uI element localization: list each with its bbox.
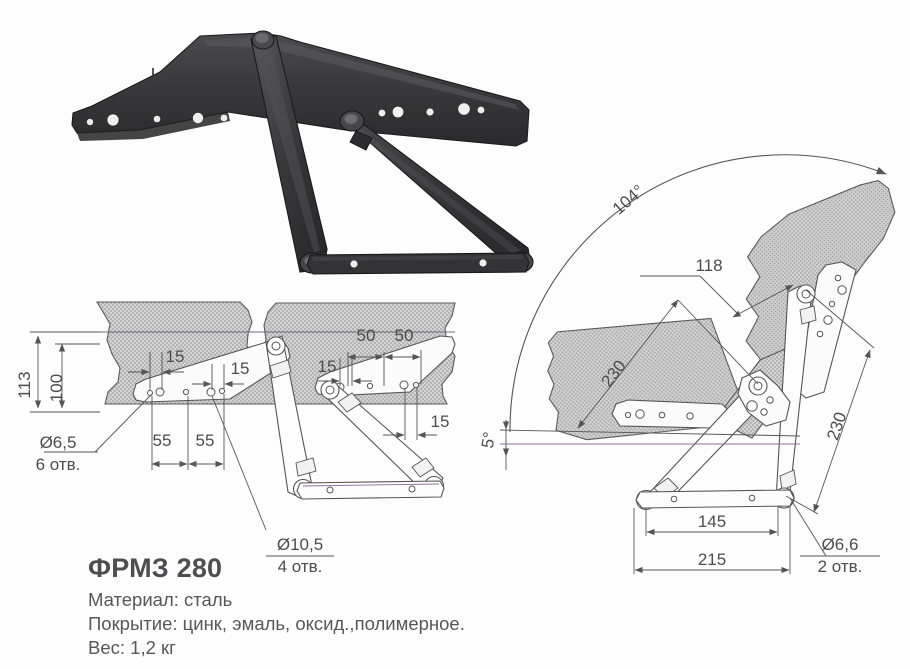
callout-d105-count: 4 отв. — [278, 557, 323, 576]
callout-d66-value: Ø6,6 — [822, 535, 859, 554]
callout-d105-value: Ø10,5 — [277, 535, 323, 554]
product-material: Материал: сталь — [88, 589, 233, 611]
dim-50-a: 50 — [357, 326, 376, 345]
product-spec-block: ФРМЗ 280 Материал: сталь Покрытие: цинк,… — [88, 554, 518, 659]
product-weight: Вес: 1,2 кг — [88, 636, 176, 658]
dim-113: 113 — [15, 371, 34, 398]
mech-arm-left — [265, 335, 317, 500]
dim-145: 145 — [698, 512, 726, 531]
dim-15-b: 15 — [231, 359, 250, 378]
product-coating: Покрытие: цинк, эмаль, оксид.,полимерное… — [88, 613, 465, 635]
product-title: ФРМЗ 280 — [88, 553, 223, 583]
dimension-labels-left: 113 100 15 15 15 50 50 15 55 55 — [15, 326, 449, 450]
dim-15-c: 15 — [318, 357, 337, 376]
dim-118: 118 — [695, 256, 722, 275]
dim-55-a: 55 — [153, 431, 172, 450]
dimension-lines-left — [30, 331, 437, 557]
dim-230-right: 230 — [823, 410, 850, 443]
dimension-lines-right — [499, 275, 880, 574]
callout-d65-value: Ø6,5 — [40, 433, 77, 452]
mech-bottom-link — [296, 480, 445, 500]
dim-5-deg: 5° — [478, 430, 500, 449]
callouts-right: Ø6,6 2 отв. — [818, 535, 863, 576]
base-rail — [635, 489, 795, 509]
pivot-cluster — [737, 369, 791, 427]
photo-bottom-link — [306, 252, 530, 275]
dim-15-d: 15 — [431, 412, 450, 431]
photo-top-plate — [71, 32, 530, 147]
callout-d66-count: 2 отв. — [818, 557, 863, 576]
dim-215: 215 — [698, 550, 726, 569]
dim-50-b: 50 — [395, 326, 414, 345]
scan-speck — [152, 68, 154, 75]
dim-55-b: 55 — [196, 431, 215, 450]
dim-100: 100 — [47, 374, 66, 402]
mount-plate-lower — [611, 399, 731, 429]
dim-15-a: 15 — [166, 347, 185, 366]
callouts-left: Ø6,5 6 отв. Ø10,5 4 отв. — [36, 433, 324, 576]
dim-104-deg: 104° — [609, 181, 648, 218]
swing-arc-104 — [509, 154, 887, 433]
callout-d65-count: 6 отв. — [36, 455, 81, 474]
photo-secondary-arm — [339, 110, 534, 273]
